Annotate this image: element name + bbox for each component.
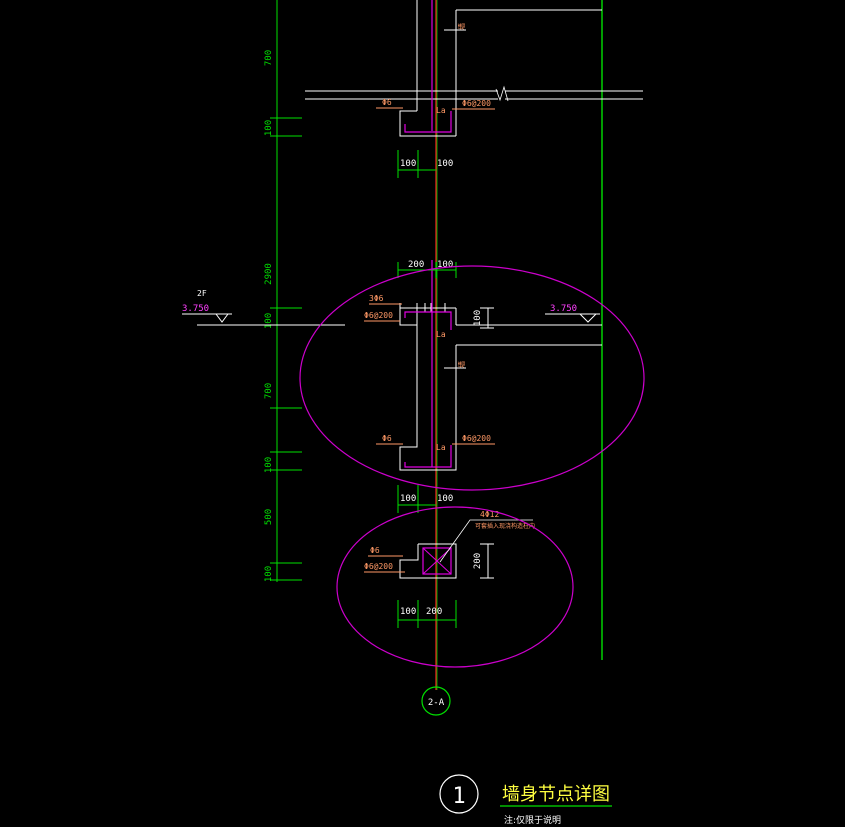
vdim-6: 100: [264, 457, 274, 473]
upper-wall-section: [305, 0, 643, 137]
column-labels: Φ6 Φ6@200 4Φ12 可套插入现浇构造柱内: [364, 510, 535, 573]
column-dim: 200: [473, 553, 483, 569]
upper-dim-left: 100: [400, 159, 416, 169]
axis-bubble: 2-A: [421, 686, 451, 716]
upper-phi6-spacing: Φ6@200: [462, 99, 491, 108]
detail-number: 1: [452, 784, 465, 809]
mid-top-dim-left: 200: [408, 260, 424, 270]
middle-wall-section: [399, 303, 602, 471]
slab-dim: 100: [473, 310, 483, 326]
floor-name: 2F: [197, 289, 207, 298]
column-note: 可套插入现浇构造柱内: [475, 522, 535, 530]
column-side-dimension: 200: [473, 543, 494, 579]
mid-la: La: [436, 330, 446, 339]
bottom-dim-right: 200: [426, 607, 442, 617]
upper-horizontal-dimension: 100 100: [397, 150, 453, 178]
upper-rebar: [404, 0, 452, 133]
vdim-4: 100: [264, 313, 274, 329]
bot-phi6-spacing: Φ6@200: [364, 562, 393, 571]
elevation-left: 3.750: [182, 304, 209, 314]
upper-phi6: Φ6: [382, 98, 392, 107]
vertical-dimension-texts: 700 100 2900 100 700 100 500 100: [264, 50, 274, 582]
detail-title-block: 1 墙身节点详图 注:仅限于说明: [439, 774, 612, 826]
mid-3phi6: 3Φ6: [369, 294, 384, 303]
elevation-right: 3.750: [550, 304, 577, 314]
bot-phi6: Φ6: [370, 546, 380, 555]
mid-top-dim-right: 100: [437, 260, 453, 270]
axis-lines: [435, 0, 603, 690]
middle-labels: 3Φ6 Φ6@200 La 墙 Φ6 Φ6@200 La: [364, 294, 495, 452]
middle-rebar: [404, 260, 452, 468]
upper-la: La: [436, 106, 446, 115]
lower-la: La: [436, 443, 446, 452]
bottom-dim-left: 100: [400, 607, 416, 617]
detail-note: 注:仅限于说明: [504, 814, 561, 826]
mid-wall-note: 墙: [457, 361, 466, 368]
slab-thickness-dimension: 100: [473, 307, 494, 329]
lower-phi6-spacing: Φ6@200: [462, 434, 491, 443]
vdim-7: 500: [264, 509, 274, 525]
detail-number-circle: [439, 774, 479, 814]
vdim-2: 100: [264, 120, 274, 136]
bottom-horizontal-dimension: 100 200: [397, 600, 457, 628]
upper-dim-right: 100: [437, 159, 453, 169]
vdim-1: 700: [264, 50, 274, 66]
revision-cloud-column: [336, 506, 574, 668]
mid-phi6-spacing: Φ6@200: [364, 311, 393, 320]
vdim-3: 2900: [264, 263, 274, 285]
upper-wall-note: 墙: [457, 23, 466, 30]
revision-cloud-floor: [299, 265, 645, 491]
middle-bottom-dimension: 100 100: [397, 485, 453, 513]
column-section: [399, 543, 457, 579]
vdim-5: 700: [264, 383, 274, 399]
upper-labels: Φ6 Φ6@200 La 墙: [376, 23, 495, 115]
mid-bottom-dim-right: 100: [437, 494, 453, 504]
mid-bottom-dim-left: 100: [400, 494, 416, 504]
lower-phi6: Φ6: [382, 434, 392, 443]
floor-elevation-right: 3.750: [545, 304, 600, 323]
vdim-8: 100: [264, 566, 274, 582]
axis-bubble-label: 2-A: [428, 698, 445, 708]
detail-title: 墙身节点详图: [502, 784, 610, 805]
column-bars: 4Φ12: [480, 510, 499, 519]
